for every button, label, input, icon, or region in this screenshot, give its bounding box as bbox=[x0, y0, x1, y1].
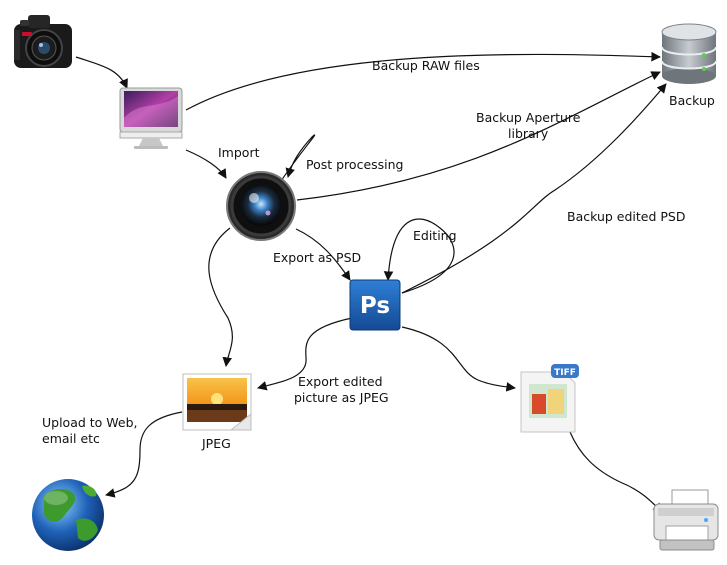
tiff-file-icon: TIFF bbox=[520, 364, 579, 433]
edge-aperture-to-backup bbox=[296, 71, 661, 201]
label-editing: Editing bbox=[413, 228, 457, 243]
backup-label: Backup bbox=[669, 93, 715, 108]
label-backup-aperture-line2: library bbox=[508, 126, 549, 141]
edge-computer-to-aperture bbox=[185, 149, 227, 179]
photoshop-icon-text: Ps bbox=[360, 293, 390, 319]
edge-aperture-to-photoshop bbox=[295, 228, 351, 281]
imac-computer-icon bbox=[119, 87, 183, 149]
database-icon bbox=[661, 23, 717, 84]
label-export-jpeg-line1: Export edited bbox=[298, 374, 383, 389]
edge-camera-to-computer bbox=[75, 56, 128, 89]
edge-aperture-to-jpeg bbox=[208, 227, 233, 367]
aperture-lens-icon bbox=[226, 171, 296, 241]
printer-icon bbox=[653, 489, 719, 551]
label-backup-aperture-line1: Backup Aperture bbox=[476, 110, 581, 125]
label-import: Import bbox=[218, 145, 260, 160]
label-post-processing: Post processing bbox=[306, 157, 404, 172]
jpeg-label: JPEG bbox=[201, 436, 231, 451]
label-backup-raw: Backup RAW files bbox=[372, 58, 480, 73]
label-export-jpeg-line2: picture as JPEG bbox=[294, 390, 389, 405]
label-export-psd: Export as PSD bbox=[273, 250, 361, 265]
label-upload-line1: Upload to Web, bbox=[42, 415, 138, 430]
jpeg-image-icon bbox=[182, 373, 252, 431]
edge-aperture-postprocessing-loop bbox=[280, 134, 316, 182]
edge-jpeg-to-web bbox=[105, 411, 183, 498]
edge-photoshop-to-backup bbox=[401, 83, 667, 294]
camera-icon bbox=[14, 15, 72, 68]
edge-photoshop-editing-loop bbox=[383, 218, 455, 294]
label-upload-line2: email etc bbox=[42, 431, 100, 446]
photoshop-icon: Ps bbox=[349, 279, 401, 331]
edge-computer-to-backup bbox=[185, 51, 661, 111]
edge-tiff-to-printer bbox=[569, 431, 663, 513]
label-backup-edited-psd: Backup edited PSD bbox=[567, 209, 686, 224]
tiff-badge: TIFF bbox=[554, 368, 576, 378]
globe-icon bbox=[32, 479, 104, 551]
edge-photoshop-to-jpeg bbox=[257, 317, 353, 391]
edge-photoshop-to-tiff bbox=[401, 326, 516, 392]
